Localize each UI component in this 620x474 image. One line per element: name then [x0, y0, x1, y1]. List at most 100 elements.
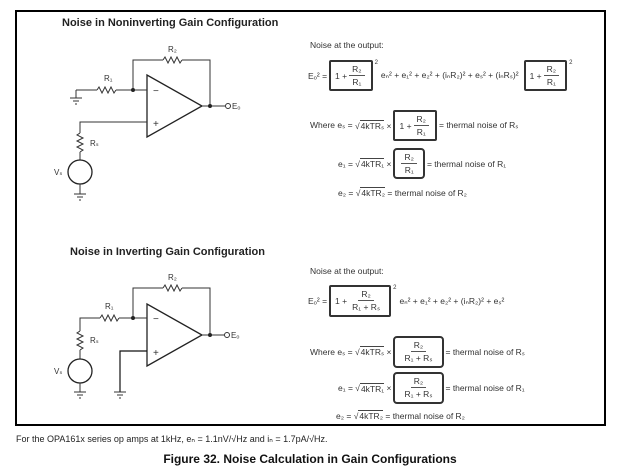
plus-sign: +	[153, 348, 159, 359]
eq-text: ×	[386, 120, 392, 131]
wire	[132, 287, 163, 318]
junction-dot	[131, 316, 135, 320]
fraction: R₂ R₁	[543, 64, 560, 87]
exponent: 2	[374, 60, 378, 66]
minus-sign: −	[153, 86, 159, 97]
numerator: R₂	[410, 376, 427, 388]
eq-text: = thermal noise of R₁	[445, 383, 525, 393]
inverting-circuit	[67, 283, 230, 399]
parenthesis: R₂ R₁	[393, 148, 425, 179]
resistor-r2	[162, 55, 183, 65]
denominator: R₁ + Rₛ	[352, 302, 381, 312]
equation-es: Where eₛ = √4kTRₛ × 1 + R₂ R₁ = thermal …	[310, 110, 518, 141]
denominator: R₁	[404, 165, 414, 175]
sqrt-term: 4kTRₛ	[359, 119, 385, 131]
label-r2: R₂	[168, 45, 177, 54]
equation-e1: e₁ = √4kTR₁ × R₂ R₁ = thermal noise of R…	[338, 148, 506, 179]
label-rs: Rₛ	[90, 139, 99, 148]
bracket: 1 + R₂ R₁	[329, 60, 373, 91]
eq-terms: eₙ² + e₁² + e₂² + (iₙR₂)² + eₛ²	[399, 295, 505, 306]
equation-output-noise: Eₒ² = 1 + R₂ R₁ + Rₛ 2 eₙ² + e₁² + e₂² +…	[308, 285, 507, 317]
wire	[119, 350, 147, 392]
plus-sign: +	[153, 119, 159, 130]
numerator: R₂	[543, 64, 560, 76]
denominator: R₁ + Rₛ	[404, 353, 433, 363]
noninverting-circuit	[67, 55, 231, 201]
wire	[79, 121, 147, 133]
output-terminal	[225, 103, 231, 109]
eq-text: 1 +	[399, 120, 412, 131]
junction-dot	[131, 88, 135, 92]
parenthesis: R₂ R₁ + Rₛ	[393, 336, 444, 368]
voltage-source-vs	[67, 159, 93, 185]
label-r1: R₁	[104, 74, 113, 83]
eq-text: ×	[386, 347, 392, 357]
numerator: R₂	[413, 114, 429, 126]
eq-text: = thermal noise of R₁	[426, 158, 507, 169]
numerator: R₂	[401, 152, 417, 164]
label-eo: Eₒ	[231, 331, 239, 340]
eq-text: e₁ =	[338, 158, 353, 169]
numerator: R₂	[349, 64, 365, 76]
eq-text: ×	[386, 383, 392, 393]
sqrt-term: 4kTR₂	[358, 410, 383, 421]
exponent: 2	[569, 60, 573, 66]
equation-e2: e₂ = √4kTR₂ = thermal noise of R₂	[338, 187, 467, 198]
label-vs: Vₛ	[54, 168, 62, 177]
junction-dot	[208, 104, 212, 108]
junction-dot	[208, 333, 212, 337]
sqrt-term: 4kTR₁	[359, 382, 385, 394]
eq-lhs: Eₒ² =	[308, 70, 328, 81]
bracket: 1 + R₂ R₁ + Rₛ	[329, 285, 392, 317]
wire	[79, 317, 100, 331]
sqrt-term: 4kTRₛ	[359, 346, 385, 357]
voltage-source-vs	[67, 358, 93, 384]
sqrt-term: 4kTR₁	[359, 158, 385, 169]
fraction: R₂ R₁ + Rₛ	[401, 376, 435, 400]
denominator: R₁	[416, 127, 426, 137]
resistor-r2	[162, 283, 183, 293]
numerator: R₂	[410, 340, 427, 352]
eq-text: = thermal noise of Rₛ	[445, 346, 525, 357]
eq-text: e₂ =	[336, 410, 352, 421]
eq-terms: eₙ² + e₁² + e₂² + (iₙR₂)² + eₛ² + (iₙRₛ)…	[380, 70, 519, 80]
output-terminal	[224, 332, 230, 338]
eq-text: = thermal noise of Rₛ	[439, 120, 519, 130]
output-noise-heading: Noise at the output:	[310, 40, 384, 50]
opamp-symbol	[146, 73, 204, 139]
inverting-title: Noise in Inverting Gain Configuration	[70, 246, 265, 258]
resistor-rs	[75, 330, 85, 351]
equation-es: Where eₛ = √4kTRₛ × R₂ R₁ + Rₛ = thermal…	[310, 336, 525, 368]
eq-text: 1 +	[335, 296, 348, 306]
eq-text: = thermal noise of R₂	[385, 410, 465, 421]
output-noise-heading: Noise at the output:	[310, 266, 384, 276]
equation-output-noise: Eₒ² = 1 + R₂ R₁ 2 eₙ² + e₁² + e₂² + (iₙR…	[308, 60, 572, 91]
label-r2: R₂	[168, 273, 177, 282]
label-eo: Eₒ	[232, 102, 240, 111]
eq-text: Where eₛ =	[310, 120, 353, 130]
figure-frame	[15, 10, 606, 426]
numerator: R₂	[358, 289, 374, 301]
fraction: R₂ R₁	[401, 152, 417, 175]
resistor-rs	[75, 132, 85, 153]
fraction: R₂ R₁ + Rₛ	[401, 340, 435, 364]
label-vs: Vₛ	[54, 367, 62, 376]
eq-text: Where eₛ =	[310, 346, 353, 357]
denominator: R₁	[352, 77, 362, 87]
equation-e1: e₁ = √4kTR₁ × R₂ R₁ + Rₛ = thermal noise…	[338, 372, 525, 404]
denominator: R₁	[546, 77, 556, 87]
exponent: 2	[393, 285, 397, 291]
eq-text: = thermal noise of R₂	[387, 187, 467, 198]
figure-caption: Figure 32. Noise Calculation in Gain Con…	[163, 452, 457, 466]
wire	[132, 59, 163, 90]
opamp-symbol	[146, 302, 204, 368]
eq-text: 1 +	[335, 70, 348, 81]
fraction: R₂ R₁	[349, 64, 365, 87]
eq-text: ×	[386, 158, 392, 169]
minus-sign: −	[153, 314, 159, 325]
resistor-r1	[96, 85, 117, 95]
parenthesis: R₂ R₁ + Rₛ	[393, 372, 444, 404]
resistor-r1	[99, 313, 120, 323]
eq-lhs: Eₒ² =	[308, 296, 328, 306]
